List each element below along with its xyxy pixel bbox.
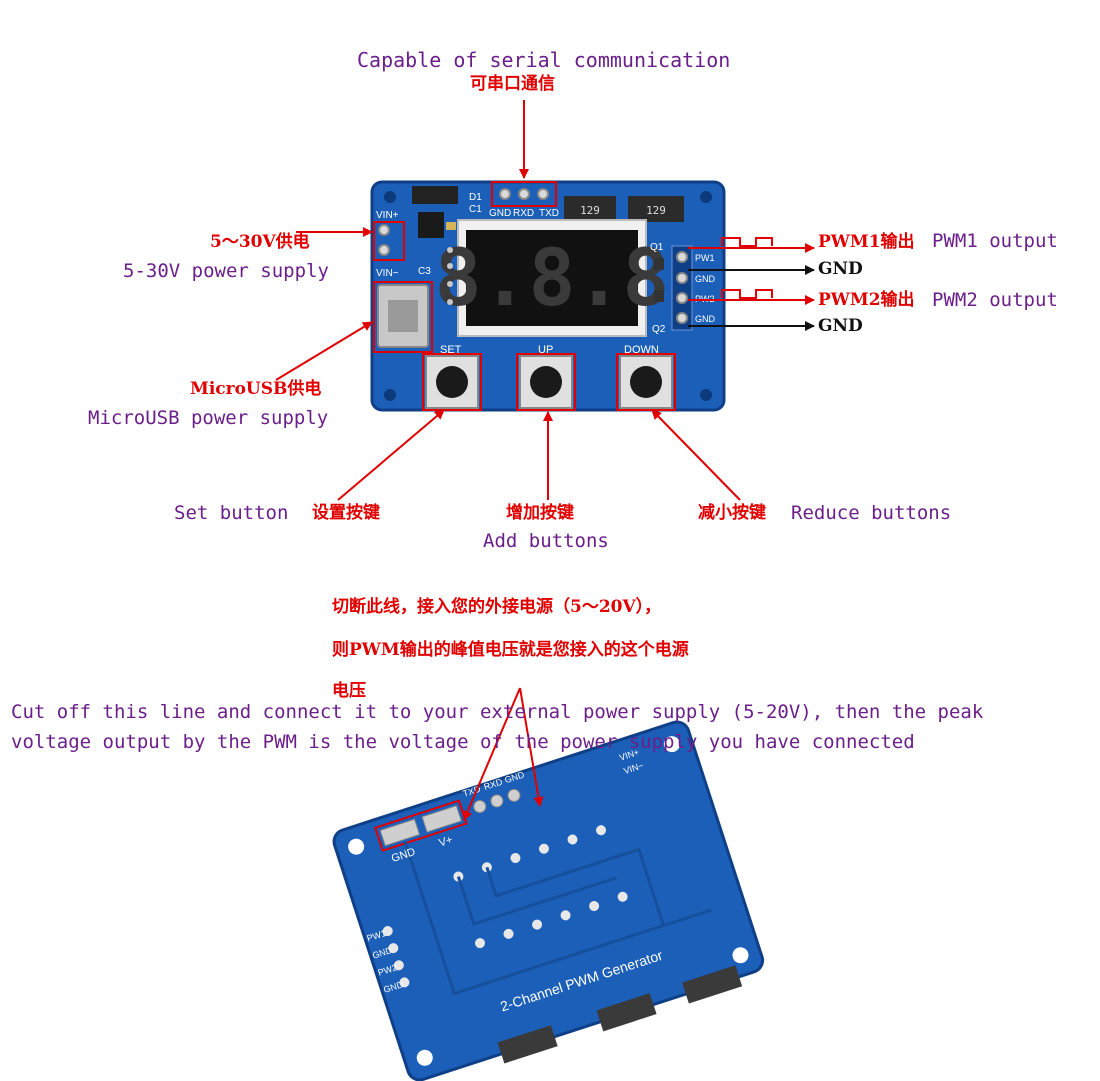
mosfet-q1 (564, 196, 616, 222)
supply-label-cn: 5～30V供电 (210, 232, 310, 252)
silk-gnd-out2: GND (695, 314, 716, 324)
serial-header (499, 188, 549, 200)
pwm2-label-en: PWM2 output (932, 289, 1058, 311)
note-cn-line3: 电压 (332, 681, 366, 701)
serial-label-cn: 可串口通信 (470, 74, 555, 94)
silk-vin-minus: VIN− (376, 268, 399, 279)
add-label-en: Add buttons (483, 530, 609, 552)
silk-txd: TXD (539, 208, 559, 219)
note-cn-line2: 则PWM输出的峰值电压就是您接入的这个电源 (332, 640, 689, 660)
silk-c1: C1 (469, 204, 482, 215)
mounting-hole (384, 191, 396, 203)
reduce-arrow (651, 409, 741, 501)
silk-vin-plus: VIN+ (376, 210, 399, 221)
serial-highlight-box (491, 181, 557, 207)
reduce-label-cn: 减小按键 (698, 503, 766, 523)
vplus-pad (421, 805, 462, 833)
silk-gnd-out1: GND (695, 274, 716, 284)
supply-label-en: 5-30V power supply (123, 260, 329, 282)
pwm2-waveform (721, 289, 773, 299)
pwm2-label-cn: PWM2输出 (818, 290, 915, 310)
down-highlight-box (616, 353, 676, 411)
silk-mosfet2: 129 (646, 204, 666, 217)
mounting-hole (384, 389, 396, 401)
silk-q2: Q2 (652, 324, 666, 335)
silk-pw1: PW1 (695, 253, 715, 263)
silk-d1: D1 (469, 192, 482, 203)
usb-arrow (275, 321, 373, 381)
set-label-cn: 设置按键 (312, 503, 380, 523)
set-arrow (337, 409, 445, 501)
serial-label-en: Capable of serial communication (357, 48, 731, 72)
mounting-hole (700, 389, 712, 401)
pwm-output-header (671, 245, 693, 331)
diode-chip (412, 186, 458, 204)
cut-arrow-left (462, 687, 521, 821)
add-label-cn: 增加按键 (506, 503, 574, 523)
down-button[interactable] (619, 355, 673, 409)
silk-c3: C3 (418, 266, 431, 277)
reduce-label-en: Reduce buttons (791, 502, 952, 524)
pwm1-label-cn: PWM1输出 (818, 232, 915, 252)
mounting-hole (700, 191, 712, 203)
mosfet-q2 (628, 196, 684, 222)
back-silk-vplus: V+ (437, 834, 454, 850)
back-pcb: GND V+ TXD RXD GND VIN+ VIN− PW1 GND PW2… (332, 720, 765, 1081)
gnd2-label: GND (818, 316, 863, 336)
note-en-line1: Cut off this line and connect it to your… (11, 701, 984, 723)
front-pcb: 8.8.8 VIN+ VIN− (370, 180, 726, 412)
pwm1-waveform (721, 237, 773, 247)
led-display: 8.8.8 (435, 219, 670, 337)
gnd1-label: GND (818, 259, 863, 279)
capacitor (446, 222, 456, 230)
display-digits: 8.8.8 (435, 234, 670, 324)
set-button[interactable] (425, 355, 479, 409)
pwm1-label-en: PWM1 output (932, 230, 1058, 252)
silk-rxd: RXD (513, 208, 534, 219)
usb-highlight-box (373, 281, 433, 353)
silk-q1: Q1 (650, 242, 664, 253)
cut-arrow-right (519, 687, 544, 807)
set-highlight-box (422, 353, 482, 411)
set-label-en: Set button (174, 502, 289, 524)
note-en-line2: voltage output by the PWM is the voltage… (11, 731, 915, 753)
usb-label-cn: MicroUSB供电 (190, 379, 322, 399)
vin-highlight-box (373, 221, 405, 261)
usb-label-en: MicroUSB power supply (88, 407, 329, 429)
micro-usb-port (377, 284, 429, 348)
gnd-pad (379, 818, 421, 847)
pad-highlight-box (373, 799, 468, 852)
silk-mosfet1: 129 (580, 204, 600, 217)
up-button[interactable] (519, 355, 573, 409)
vin-header (378, 224, 390, 256)
silk-gnd: GND (489, 208, 511, 219)
up-highlight-box (516, 353, 576, 411)
regulator-chip (418, 212, 444, 238)
note-cn-line1: 切断此线，接入您的外接电源（5～20V）， (332, 597, 662, 617)
